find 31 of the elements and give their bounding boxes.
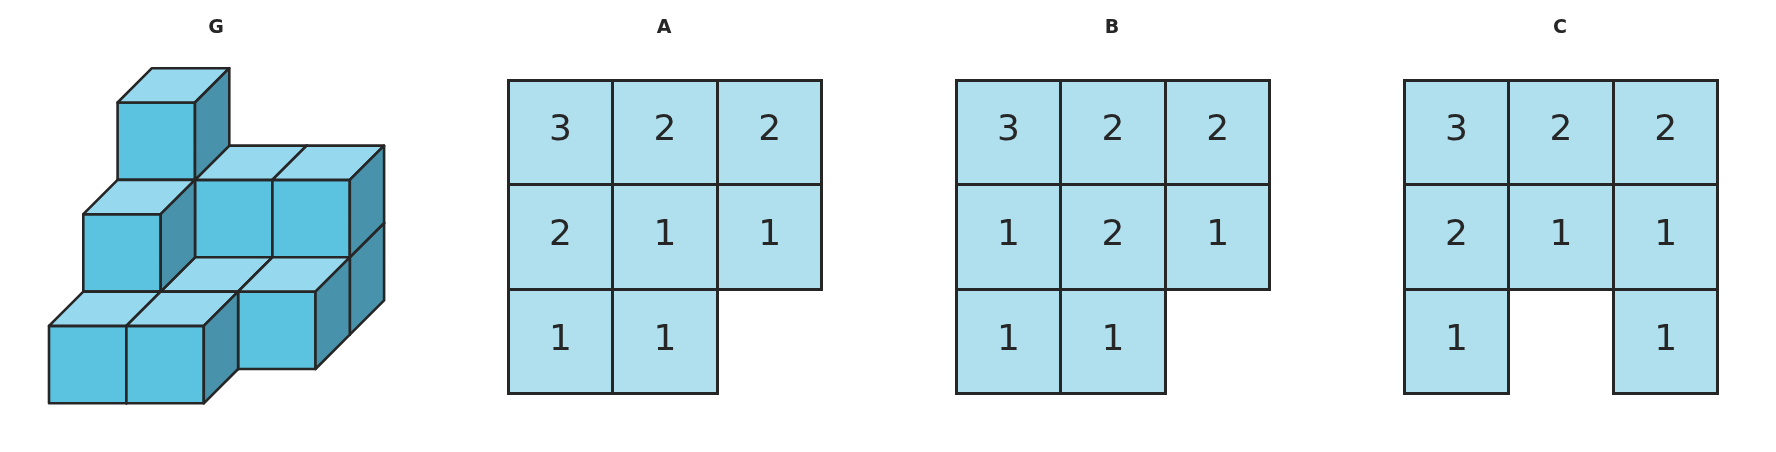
stack-height-number: 1 <box>548 319 572 356</box>
stack-height-number: 3 <box>548 110 572 147</box>
grid-square <box>1507 183 1615 291</box>
stack-height-number: 2 <box>1549 110 1573 147</box>
panel-heading: A <box>656 17 672 36</box>
stack-height-number: 1 <box>1654 319 1678 356</box>
stack-height-number: 1 <box>653 215 677 251</box>
stack-height-number: 1 <box>996 215 1020 251</box>
stack-height-number: 1 <box>1101 319 1125 356</box>
stack-height-number: 1 <box>758 215 782 251</box>
stack-height-number: 3 <box>1444 110 1468 147</box>
stack-height-number: 2 <box>1101 215 1125 251</box>
stack-height-number: 2 <box>1101 110 1125 147</box>
stack-height-number: 3 <box>996 110 1020 147</box>
stack-height-number: 1 <box>1549 215 1573 251</box>
stack-height-number: 2 <box>1444 215 1468 251</box>
stack-height-number: 1 <box>653 319 677 356</box>
stack-height-number: 2 <box>548 215 572 251</box>
stack-height-number: 2 <box>653 110 677 147</box>
stack-height-number: 1 <box>1206 215 1230 251</box>
panel-heading: C <box>1553 17 1567 36</box>
stack-height-number: 2 <box>1206 110 1230 147</box>
panel-heading: G <box>208 17 224 36</box>
stack-height-number: 2 <box>758 110 782 147</box>
stack-height-number: 1 <box>1654 215 1678 251</box>
grid-square <box>1059 183 1167 291</box>
stack-height-number: 2 <box>1654 110 1678 147</box>
panel-heading: B <box>1104 17 1120 36</box>
stack-height-number: 1 <box>996 319 1020 356</box>
grid-square <box>611 183 719 291</box>
stack-height-number: 1 <box>1444 319 1468 356</box>
